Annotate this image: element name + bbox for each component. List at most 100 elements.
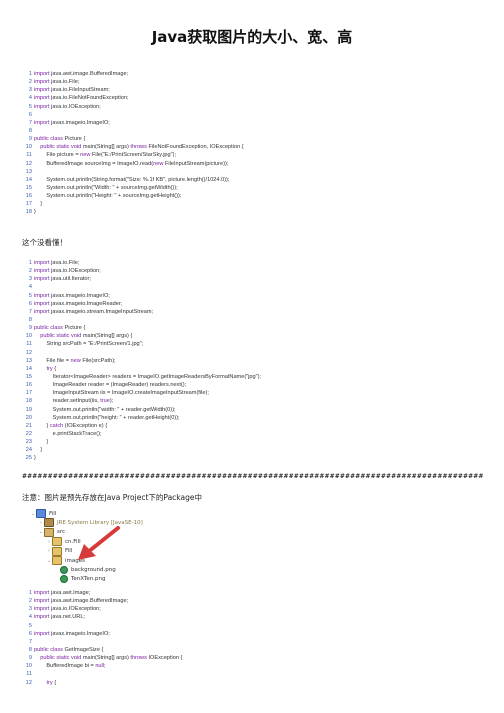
- code-line: 7: [22, 638, 482, 646]
- tree-item-label: images: [65, 557, 85, 564]
- tree-item[interactable]: TenXTen.png: [54, 575, 105, 584]
- line-number: 7: [28, 308, 32, 315]
- chevron-down-icon[interactable]: ⌄: [38, 529, 44, 536]
- line-number: 6: [28, 300, 32, 307]
- code-line: 14 System.out.println(String.format("Siz…: [22, 176, 482, 184]
- line-number: 5: [28, 103, 32, 110]
- line-number: 3: [28, 276, 32, 283]
- line-number: 16: [25, 193, 32, 200]
- code-line: 18}: [22, 208, 482, 216]
- tree-item[interactable]: ⌄Fill: [30, 509, 56, 518]
- tree-item[interactable]: ›Fill: [46, 546, 72, 556]
- code-text: import java.awt.image.BufferedImage;: [34, 71, 129, 77]
- code-text: import java.net.URL;: [34, 614, 85, 621]
- code-text: [34, 283, 482, 291]
- code-text: }: [34, 455, 36, 462]
- line-number: 14: [25, 176, 32, 183]
- code-text: [34, 349, 482, 357]
- code-line: 11: [22, 670, 482, 678]
- code-line: 11 String srcPath = "E:/PrintScreen/1.jp…: [22, 340, 482, 348]
- chevron-right-icon[interactable]: ›: [48, 538, 50, 545]
- tree-item[interactable]: ⌄ src: [38, 527, 66, 537]
- code-line: 14 try {: [22, 365, 482, 373]
- line-number: 21: [25, 422, 32, 429]
- code-text: [34, 316, 482, 324]
- chevron-down-icon[interactable]: ⌄: [30, 510, 36, 517]
- line-number: 1: [28, 260, 32, 266]
- line-number: 25: [25, 455, 32, 462]
- source-folder-icon: [44, 527, 54, 537]
- line-number: 11: [26, 152, 32, 159]
- code-text: public static void main(String[] args) {: [40, 333, 133, 340]
- library-icon: [44, 518, 54, 528]
- line-number: 11: [26, 341, 32, 348]
- page-title: Java获取图片的大小、宽、高: [151, 28, 353, 46]
- code-line: 13 File file = new File(srcPath);: [22, 357, 482, 365]
- line-number: 7: [28, 638, 32, 645]
- tree-item[interactable]: background.png: [54, 565, 116, 574]
- chevron-right-icon[interactable]: ›: [48, 548, 50, 555]
- tree-item-label: src: [57, 529, 66, 536]
- tree-item-label: background.png: [71, 566, 116, 573]
- code-line: 23 }: [22, 438, 482, 446]
- code-text: }: [34, 447, 43, 454]
- code-line: 20 System.out.println("height: " + reade…: [22, 414, 482, 422]
- line-number: 23: [25, 439, 32, 446]
- line-number: 17: [25, 201, 32, 208]
- code-text: ImageInputStream iis = ImageIO.createIma…: [34, 390, 209, 397]
- code-line: 16 ImageReader reader = (ImageReader) re…: [22, 381, 482, 389]
- code-line: 8: [22, 127, 482, 135]
- code-text: Iterator<ImageReader> readers = ImageIO.…: [34, 373, 262, 380]
- tree-item[interactable]: ›JRE System Library [JavaSE-10]: [38, 518, 143, 528]
- code-text: String srcPath = "E:/PrintScreen/1.jpg";: [34, 341, 144, 348]
- code-line: 25}: [22, 454, 482, 462]
- code-text: public static void main(String[] args) t…: [40, 655, 183, 662]
- code-line: 16 System.out.println("Height: " + sourc…: [22, 192, 482, 200]
- code-text: System.out.println("Width: " + sourceImg…: [34, 184, 178, 191]
- code-text: try {: [46, 679, 57, 686]
- chevron-right-icon[interactable]: ›: [40, 519, 42, 526]
- code-text: [34, 638, 482, 646]
- tree-item[interactable]: ›cn.Fill: [46, 537, 81, 547]
- code-text: }: [34, 209, 36, 216]
- code-line: 15 Iterator<ImageReader> readers = Image…: [22, 373, 482, 381]
- code-line: 19 System.out.println("width: " + reader…: [22, 406, 482, 414]
- code-line: 22 e.printStackTrace();: [22, 430, 482, 438]
- chevron-down-icon[interactable]: ⌄: [46, 557, 52, 564]
- code-line: 12: [22, 349, 482, 357]
- line-number: 11: [26, 671, 32, 678]
- line-number: 18: [25, 398, 32, 405]
- line-number: 5: [28, 622, 32, 629]
- code-text: import java.io.IOException;: [34, 268, 101, 275]
- code-text: import java.io.IOException;: [34, 606, 101, 613]
- code-line: 9 public static void main(String[] args)…: [22, 654, 482, 662]
- line-number: 3: [28, 87, 32, 94]
- code-line: 13: [22, 168, 482, 176]
- code-line: 6: [22, 111, 482, 119]
- code-line: 21 } catch (IOException e) {: [22, 422, 482, 430]
- package-icon: [52, 556, 62, 565]
- line-number: 14: [25, 365, 32, 372]
- code-text: System.out.println("width: " + reader.ge…: [34, 406, 176, 413]
- tree-item[interactable]: ⌄ images: [46, 556, 85, 565]
- line-number: 20: [25, 414, 32, 421]
- line-number: 10: [25, 333, 32, 340]
- code-text: }: [34, 439, 49, 446]
- line-number: 13: [25, 168, 32, 175]
- code-line: 8: [22, 316, 482, 324]
- code-text: import java.io.FileNotFoundException;: [34, 95, 129, 102]
- code-text: import javax.imageio.stream.ImageInputSt…: [34, 308, 154, 315]
- code-line: 15 System.out.println("Width: " + source…: [22, 184, 482, 192]
- code-line: 18 reader.setInput(iis, true);: [22, 397, 482, 405]
